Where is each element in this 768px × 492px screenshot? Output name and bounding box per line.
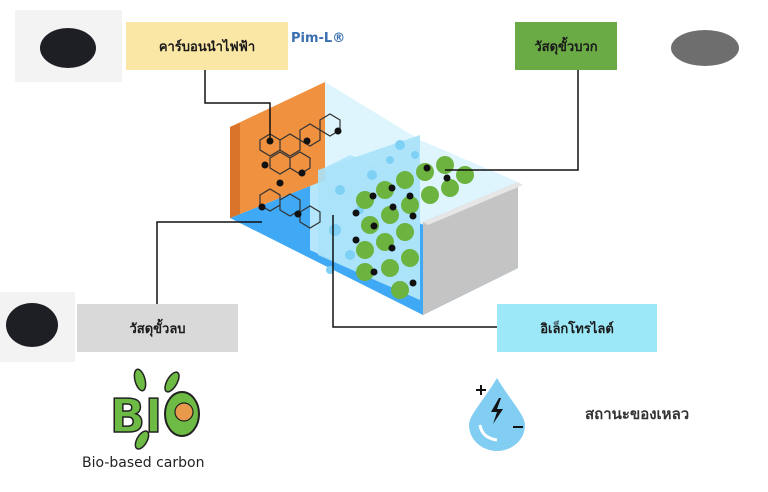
conductive-carbon-label: คาร์บอนนำไฟฟ้า <box>126 22 288 70</box>
battery-cell <box>230 82 523 315</box>
leader-lines <box>156 70 579 328</box>
liquid-state-label: สถานะของเหลว <box>585 405 690 423</box>
brand-label: Pim-L® <box>291 31 346 46</box>
anode-current-collector <box>230 82 325 218</box>
electrolyte-label: อิเล็กโทรไลต์ <box>497 304 657 352</box>
svg-text:BI: BI <box>110 389 162 443</box>
anode-label: วัสดุขั้วลบ <box>77 304 238 352</box>
anode-powder-pile <box>6 303 58 347</box>
liquid-drop-icon <box>469 378 525 451</box>
cathode-label: วัสดุขั้วบวก <box>515 22 617 70</box>
bio-logo: BI <box>109 368 200 450</box>
bio-caption: Bio-based carbon <box>82 455 205 471</box>
particles <box>356 156 474 299</box>
lithium-ions <box>258 127 451 287</box>
carbon-powder-pile <box>40 28 96 68</box>
cathode-powder-pile <box>671 30 739 66</box>
